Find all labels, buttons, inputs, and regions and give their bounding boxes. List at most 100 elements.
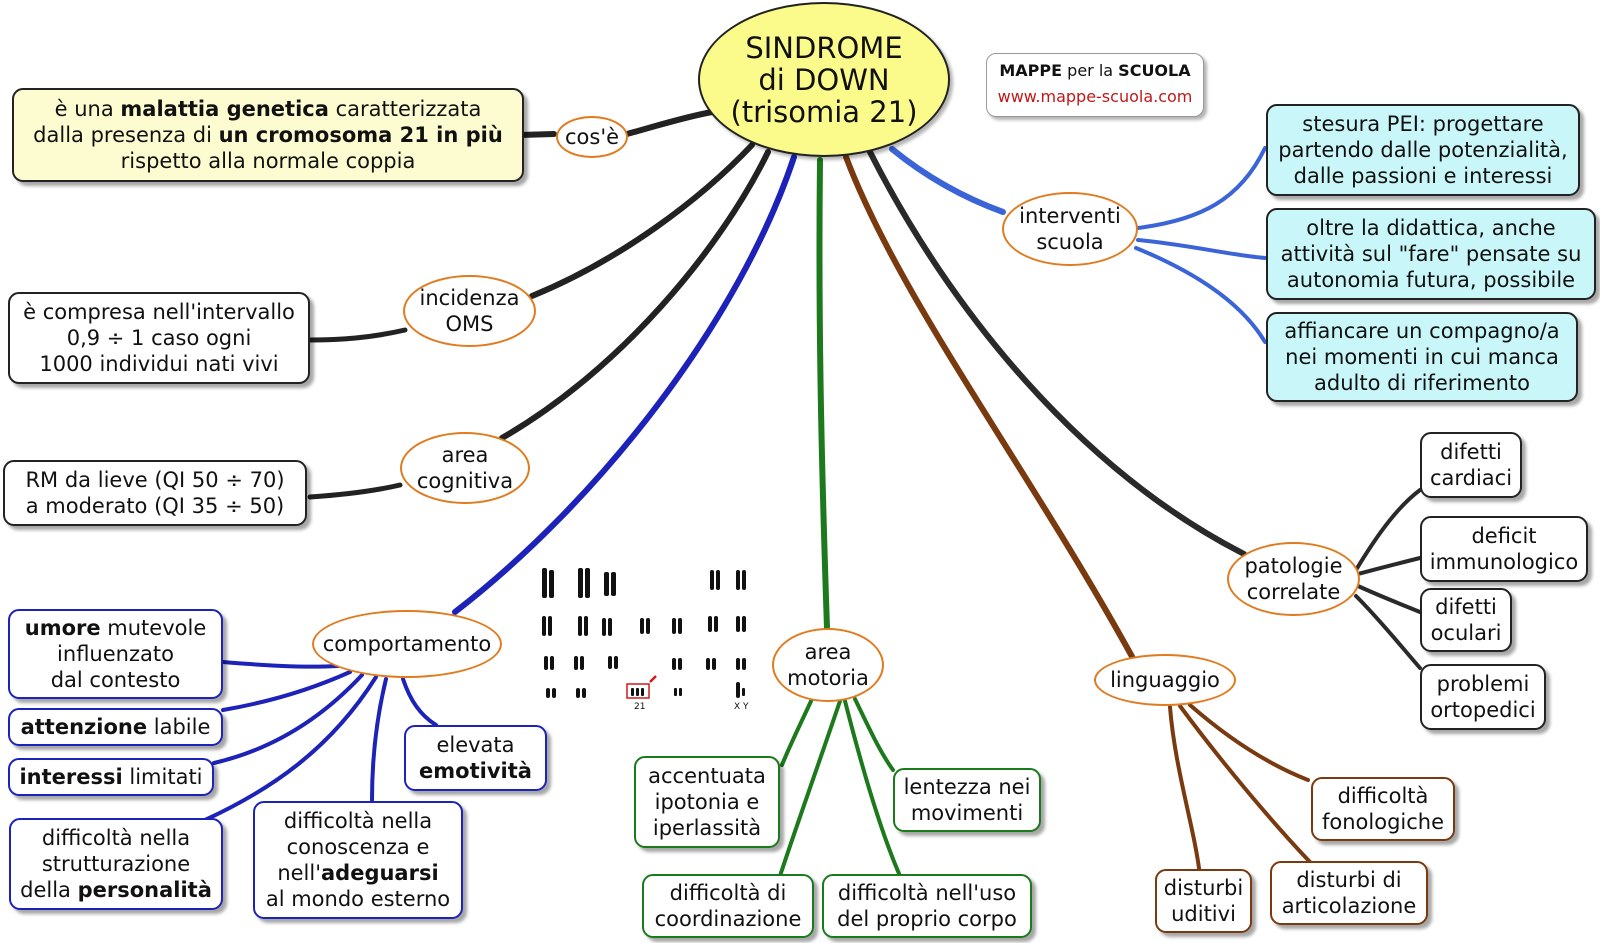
personalita-bold: personalità — [77, 878, 212, 902]
cognitiva-text-box: RM da lieve (QI 50 ÷ 70) a moderato (QI … — [3, 460, 307, 526]
node-cose-label: cos'è — [564, 125, 620, 149]
ipotonia-line3: iperlassità — [652, 816, 762, 840]
umore-bold: umore — [24, 616, 101, 640]
fonologiche-box: difficoltà fonologiche — [1311, 777, 1455, 841]
incidenza-text-line1: è compresa nell'intervallo — [23, 300, 295, 324]
edge-scuola-compagno — [1134, 246, 1267, 344]
conoscenza-box: difficoltà nella conoscenza e nell'adegu… — [253, 801, 463, 919]
pei-box: stesura PEI: progettare partendo dalle p… — [1266, 104, 1580, 196]
edge-comp-interessi — [212, 673, 364, 765]
edge-comp-umore — [221, 660, 340, 669]
edge-comp-attenzione — [221, 670, 352, 712]
articolazione-line2: articolazione — [1281, 894, 1417, 918]
compagno-box: affiancare un compagno/a nei momenti in … — [1266, 312, 1578, 402]
emotivita-line1: elevata — [436, 733, 515, 757]
immunologico-line1: deficit — [1471, 524, 1537, 548]
node-scuola-label2: scuola — [1036, 230, 1104, 254]
lentezza-line2: movimenti — [910, 801, 1024, 825]
cognitiva-text-line2: a moderato (QI 35 ÷ 50) — [25, 494, 285, 518]
node-incidenza-label2: OMS — [445, 312, 494, 336]
pei-line2: partendo dalle potenzialità, — [1278, 138, 1568, 162]
cognitiva-text-line1: RM da lieve (QI 50 ÷ 70) — [25, 468, 285, 492]
edge-scuola-pei — [1136, 146, 1267, 230]
brand-url[interactable]: www.mappe-scuola.com — [997, 87, 1193, 106]
corpo-box: difficoltà nell'uso del proprio corpo — [822, 874, 1032, 938]
coordinazione-box: difficoltà di coordinazione — [642, 874, 814, 938]
attenzione-box: attenzione labile — [8, 708, 223, 746]
karyotype-chromosomes — [542, 568, 746, 698]
emotivita-box: elevata emotività — [404, 725, 547, 791]
node-patologie-correlate: patologie correlate — [1227, 542, 1360, 616]
root-title-line1: SINDROME — [745, 30, 903, 65]
interessi-bold: interessi — [19, 765, 123, 789]
attenzione-t: labile — [147, 715, 211, 739]
umore-box: umore mutevole influenzato dal contesto — [8, 609, 223, 699]
brand-mappe: MAPPE — [999, 61, 1063, 80]
didattica-line1: oltre la didattica, anche — [1306, 216, 1556, 240]
lentezza-line1: lentezza nei — [903, 775, 1031, 799]
ipotonia-box: accentuata ipotonia e iperlassità — [634, 756, 780, 848]
fonologiche-line2: fonologiche — [1321, 810, 1445, 834]
edge-mot-ipotonia — [780, 697, 814, 767]
cose-def-l2a: dalla presenza di — [33, 123, 219, 147]
cardiaci-line2: cardiaci — [1429, 466, 1513, 490]
cose-definition-box: è una malattia genetica caratterizzata d… — [12, 88, 524, 182]
edge-root-scuola — [889, 146, 1006, 215]
node-motoria-label1: area — [804, 640, 852, 664]
ipotonia-line2: ipotonia e — [654, 790, 760, 814]
node-linguaggio: linguaggio — [1094, 654, 1236, 706]
ortopedici-line2: ortopedici — [1430, 698, 1536, 722]
compagno-line2: nei momenti in cui manca — [1285, 345, 1559, 369]
didattica-line2: attività sul "fare" pensate su — [1280, 242, 1582, 266]
brand-per-la: per la — [1067, 61, 1114, 80]
interessi-t: limitati — [122, 765, 203, 789]
personalita-box: difficoltà nella strutturazione della pe… — [9, 818, 223, 910]
karyotype-image: 21 X Y — [542, 568, 749, 712]
edge-comp-personalita — [203, 675, 378, 822]
uditivi-line2: uditivi — [1171, 902, 1236, 926]
ortopedici-line1: problemi — [1436, 672, 1530, 696]
corpo-line1: difficoltà nell'uso — [837, 881, 1017, 905]
root-title-line3: (trisomia 21) — [730, 94, 918, 129]
karyotype-21-label: 21 — [634, 702, 645, 712]
trisomy-21-highlight — [626, 683, 650, 699]
node-comportamento: comportamento — [312, 610, 502, 678]
incidenza-text-box: è compresa nell'intervallo 0,9 ÷ 1 caso … — [8, 292, 310, 384]
cose-def-line3: rispetto alla normale coppia — [120, 149, 416, 173]
personalita-line2: strutturazione — [41, 852, 191, 876]
node-cose: cos'è — [556, 116, 628, 158]
brand-scuola: SCUOLA — [1118, 61, 1191, 80]
conoscenza-line4: al mondo esterno — [265, 887, 451, 911]
karyotype-sex-label: X Y — [734, 702, 749, 712]
edge-root-motoria — [816, 157, 830, 631]
emotivita-bold: emotività — [419, 759, 532, 783]
didattica-line3: autonomia futura, possibile — [1286, 268, 1576, 292]
node-area-motoria: area motoria — [772, 628, 884, 702]
edge-mot-coordinazione — [778, 699, 842, 878]
node-cognitiva-label1: area — [441, 443, 489, 467]
umore-line1: umore mutevole — [25, 615, 207, 641]
edge-ling-articolazione — [1178, 704, 1312, 864]
personalita-t3: della — [20, 878, 78, 902]
incidenza-text-line2: 0,9 ÷ 1 caso ogni — [66, 326, 252, 350]
node-interventi-scuola: interventi scuola — [1002, 192, 1138, 266]
coordinazione-line2: coordinazione — [654, 907, 802, 931]
edge-comp-conoscenza — [370, 677, 388, 802]
edge-pat-ortopedici — [1354, 594, 1422, 670]
brand-box[interactable]: MAPPE per la SCUOLA www.mappe-scuola.com — [986, 53, 1204, 117]
edge-mot-lentezza — [853, 697, 895, 772]
attenzione-bold: attenzione — [20, 715, 148, 739]
pei-line1: stesura PEI: progettare — [1302, 112, 1544, 136]
cose-def-line1: è una malattia genetica caratterizzata — [55, 96, 482, 122]
edge-cose-def — [517, 131, 557, 138]
edge-pat-oculari — [1356, 584, 1422, 614]
incidenza-text-line3: 1000 individui nati vivi — [39, 352, 279, 376]
edge-root-comportamento — [452, 154, 797, 615]
edge-comp-emotivita — [401, 677, 438, 727]
node-incidenza-label1: incidenza — [419, 286, 520, 310]
didattica-box: oltre la didattica, anche attività sul "… — [1266, 208, 1596, 300]
root-title-ellipse: SINDROME di DOWN (trisomia 21) — [698, 2, 950, 157]
root-title-line2: di DOWN — [758, 62, 890, 97]
node-area-cognitiva: area cognitiva — [400, 432, 530, 504]
uditivi-box: disturbi uditivi — [1155, 869, 1252, 933]
